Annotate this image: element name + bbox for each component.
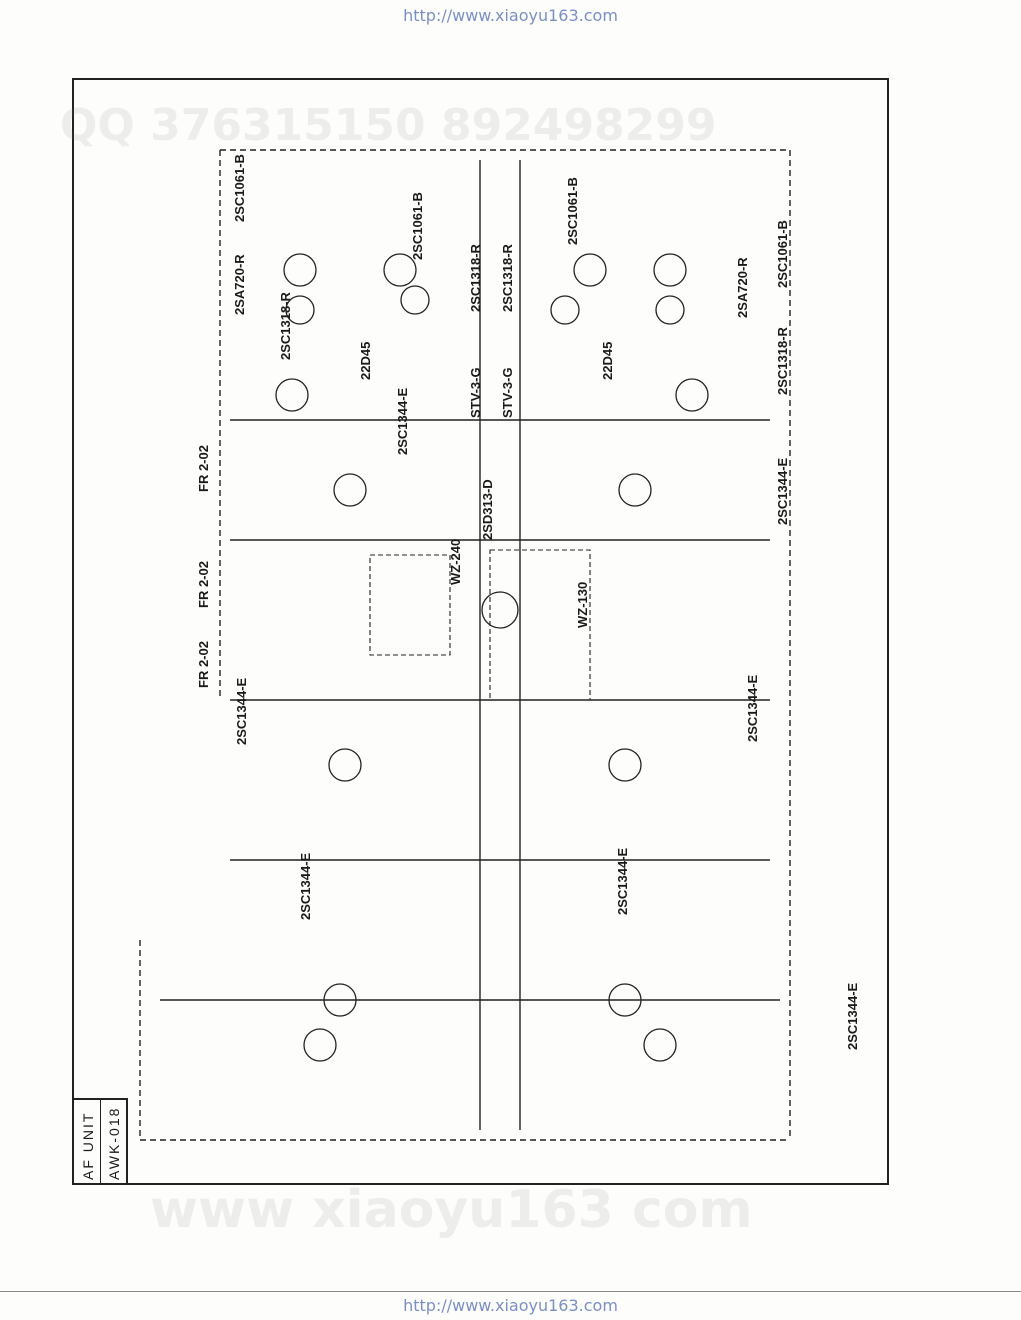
unit-name: AF UNIT [80, 1111, 96, 1180]
component-label: STV-3-G [500, 367, 515, 418]
component-label: FR 2-02 [196, 561, 211, 608]
component-label: 22D45 [600, 341, 615, 380]
component-label: FR 2-02 [196, 445, 211, 492]
component-label: 2SC1061-B [565, 177, 580, 245]
component-label: 2SC1344-E [745, 674, 760, 742]
watermark-bottom: www xiaoyu163 com [150, 1180, 753, 1240]
component-label: 2SC1344-E [234, 677, 249, 745]
component-label: 2SC1318-R [500, 244, 515, 312]
footer-rule [0, 1291, 1021, 1292]
component-label: 2SC1061-B [775, 220, 790, 288]
header-url[interactable]: http://www.xiaoyu163.com [403, 6, 618, 25]
component-label: 2SC1061-B [232, 154, 247, 222]
component-label: 2SC1344-E [298, 852, 313, 920]
footer-url[interactable]: http://www.xiaoyu163.com [403, 1296, 618, 1315]
component-label: STV-3-G [468, 367, 483, 418]
watermark-top: QQ 376315150 892498299 [60, 100, 717, 151]
component-label: 2SC1344-E [615, 847, 630, 915]
component-label: 2SA720-R [735, 257, 750, 318]
component-label: FR 2-02 [196, 641, 211, 688]
title-block [72, 1098, 128, 1185]
component-label: 2SC1344-E [395, 387, 410, 455]
component-label: 2SC1318-R [775, 327, 790, 395]
drawing-frame [72, 78, 889, 1185]
model-number: AWK-018 [106, 1106, 122, 1180]
component-label: 2SD313-D [480, 479, 495, 540]
component-label: 2SC1344-E [775, 457, 790, 525]
component-label: 2SC1318-R [278, 292, 293, 360]
component-label: 2SC1318-R [468, 244, 483, 312]
component-label: 22D45 [358, 341, 373, 380]
component-label: WZ-240 [448, 538, 463, 585]
component-label: WZ-130 [575, 581, 590, 628]
component-label: 2SA720-R [232, 254, 247, 315]
component-label: 2SC1061-B [410, 192, 425, 260]
component-label: 2SC1344-E [845, 982, 860, 1050]
